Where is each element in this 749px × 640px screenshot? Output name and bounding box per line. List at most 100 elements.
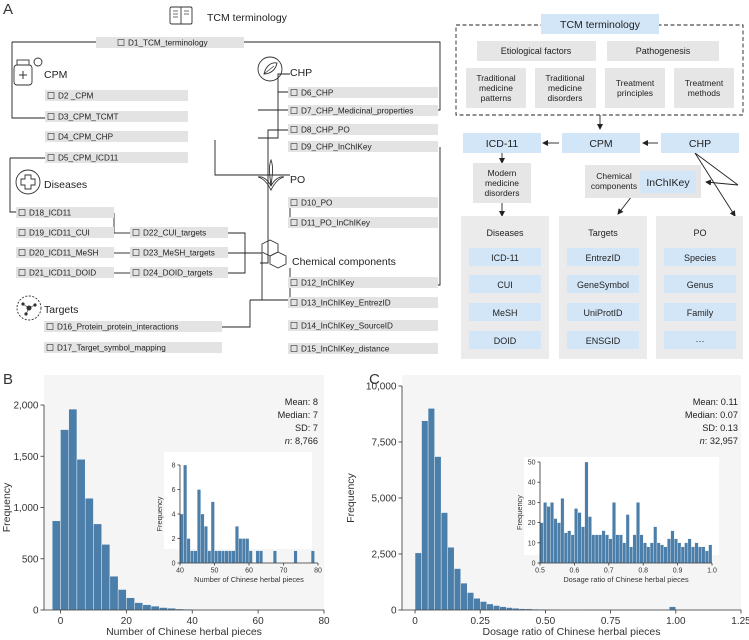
- x-tick-label: 0.6: [570, 568, 580, 575]
- histogram-bar: [480, 601, 487, 611]
- node-label: Pathogenesis: [636, 46, 691, 56]
- y-tick-label: 0: [532, 561, 536, 568]
- icd11-node[interactable]: ICD-11: [463, 133, 541, 153]
- table-box-d17[interactable]: D17_Target_symbol_mapping: [44, 342, 222, 353]
- histogram-bar: [618, 534, 623, 564]
- histogram-bar: [584, 461, 589, 564]
- table-box-d7[interactable]: D7_CHP_Medicinal_properties: [288, 105, 438, 116]
- y-tick-label: 1,500: [13, 452, 38, 463]
- table-box-d21[interactable]: D21_ICD11_DOID: [16, 267, 114, 278]
- disease-item-doid[interactable]: DOID: [469, 331, 541, 349]
- treatment-principles-node[interactable]: Treatment principles: [605, 68, 665, 108]
- table-box-d23[interactable]: D23_MeSH_targets: [130, 247, 228, 258]
- inchikey-label: InChIKey: [646, 177, 690, 189]
- medicine-bottle-icon: [13, 57, 43, 86]
- y-tick-label: 2,500: [371, 550, 396, 561]
- x-tick-label: 1.00: [666, 616, 686, 627]
- y-tick-label: 0: [172, 561, 176, 568]
- table-box-d2[interactable]: D2 _CPM: [45, 90, 188, 101]
- y-tick-label: 500: [22, 554, 39, 565]
- table-box-d15[interactable]: D15_InChIKey_distance: [288, 343, 438, 354]
- etiological-factors-node[interactable]: Etiological factors: [477, 41, 596, 61]
- table-box-d11[interactable]: D11_PO_InChIKey: [288, 217, 438, 228]
- item-label: Family: [687, 308, 714, 318]
- table-box-d6[interactable]: D6_CHP: [288, 87, 438, 98]
- disease-item-cui[interactable]: CUI: [469, 275, 541, 293]
- target-item-ensgid[interactable]: ENSGID: [567, 331, 639, 349]
- table-box-d19[interactable]: D19_ICD11_CUI: [16, 227, 114, 238]
- disease-item-icd11[interactable]: ICD-11: [469, 248, 541, 266]
- y-tick-label: 8: [172, 463, 176, 470]
- table-box-d24[interactable]: D24_DOID_targets: [130, 267, 228, 278]
- targets-column-title: Targets: [588, 228, 618, 238]
- x-tick-label: 50: [211, 568, 219, 575]
- panel-label-b: B: [3, 371, 13, 388]
- traditional-medicine-patterns-node[interactable]: Traditional medicine patterns: [466, 68, 526, 108]
- histogram-bar: [193, 550, 198, 564]
- node-label: medicine: [548, 83, 582, 93]
- histogram-bar: [241, 538, 246, 564]
- target-item-entrezid[interactable]: EntrezID: [567, 248, 639, 266]
- x-tick-label: 0.50: [536, 616, 556, 627]
- po-item-more[interactable]: ···: [664, 331, 736, 349]
- y-tick-label: 50: [528, 460, 536, 467]
- node-label: TCM terminology: [560, 19, 641, 31]
- po-item-species[interactable]: Species: [664, 248, 736, 266]
- treatment-methods-node[interactable]: Treatment methods: [674, 68, 734, 108]
- histogram-bar: [708, 544, 713, 564]
- tcm-terminology-node[interactable]: TCM terminology: [541, 14, 659, 34]
- y-tick-label: 10,000: [366, 382, 397, 393]
- target-item-uniprotid[interactable]: UniProtID: [567, 303, 639, 321]
- pathogenesis-node[interactable]: Pathogenesis: [607, 41, 719, 61]
- table-label: D5_CPM_ICD11: [58, 154, 119, 163]
- table-box-d3[interactable]: D3_CPM_TCMT: [45, 111, 188, 122]
- table-box-d9[interactable]: D9_CHP_InChIKey: [288, 141, 438, 152]
- cpm-node[interactable]: CPM: [562, 133, 640, 153]
- table-box-d1[interactable]: D1_TCM_terminology: [96, 37, 244, 48]
- table-box-d18[interactable]: D18_ICD11: [16, 207, 114, 218]
- item-label: MeSH: [492, 308, 517, 318]
- chp-node[interactable]: CHP: [661, 133, 739, 153]
- table-label: D3_CPM_TCMT: [58, 113, 119, 122]
- histogram-bar: [134, 602, 144, 611]
- histogram-bar: [293, 550, 298, 564]
- chemical-components-node[interactable]: Chemical components InChIKey: [585, 165, 701, 198]
- table-box-d20[interactable]: D20_ICD11_MeSH: [16, 247, 114, 258]
- table-box-d12[interactable]: D12_InChIKey: [288, 277, 438, 288]
- table-box-d16[interactable]: D16_Protein_protein_interactions: [44, 321, 222, 332]
- traditional-medicine-disorders-node[interactable]: Traditional medicine disorders: [535, 68, 596, 108]
- table-box-d8[interactable]: D8_CHP_PO: [288, 124, 438, 135]
- x-axis-title: Number of Chinese herbal pieces: [194, 575, 304, 584]
- histogram-bar: [259, 550, 263, 564]
- histogram-bar: [636, 502, 640, 564]
- po-column: PO Species Genus Family ···: [656, 216, 743, 359]
- x-tick-label: 20: [121, 616, 133, 627]
- table-box-d10[interactable]: D10_PO: [288, 197, 438, 208]
- histogram-bar: [588, 516, 592, 564]
- table-box-d4[interactable]: D4_CPM_CHP: [45, 131, 188, 142]
- target-item-genesymbol[interactable]: GeneSymbol: [567, 275, 639, 293]
- item-label: GeneSymbol: [577, 280, 629, 290]
- node-label: patterns: [481, 93, 512, 103]
- x-axis-title: Dosage ratio of Chinese herbal pieces: [482, 626, 660, 638]
- histogram-bar: [210, 501, 215, 564]
- x-tick-label: 60: [245, 568, 253, 575]
- chp-heading: CHP: [290, 67, 312, 79]
- table-box-d14[interactable]: D14_InChIKey_SourceID: [288, 320, 438, 331]
- disease-item-mesh[interactable]: MeSH: [469, 303, 541, 321]
- table-box-d22[interactable]: D22_CUI_targets: [130, 227, 228, 238]
- y-axis-title: Frequency: [155, 496, 164, 531]
- stat-n-symbol: n: [700, 436, 705, 446]
- histogram-bar: [117, 589, 127, 611]
- histogram-bar: [632, 534, 637, 564]
- histogram-bar: [76, 459, 86, 611]
- po-item-genus[interactable]: Genus: [664, 275, 736, 293]
- table-box-d13[interactable]: D13_InChIKey_EntrezID: [288, 297, 438, 308]
- po-item-family[interactable]: Family: [664, 303, 736, 321]
- summary-statistics: Mean: 8 Median: 7 SD: 7 n: 8,766: [278, 397, 318, 446]
- stat-n: n: 8,766: [285, 436, 318, 446]
- histogram-bar: [691, 546, 695, 564]
- x-tick-label: 0.25: [470, 616, 490, 627]
- modern-medicine-disorders-node[interactable]: Modern medicine disorders: [473, 163, 531, 203]
- table-box-d5[interactable]: D5_CPM_ICD11: [45, 152, 188, 163]
